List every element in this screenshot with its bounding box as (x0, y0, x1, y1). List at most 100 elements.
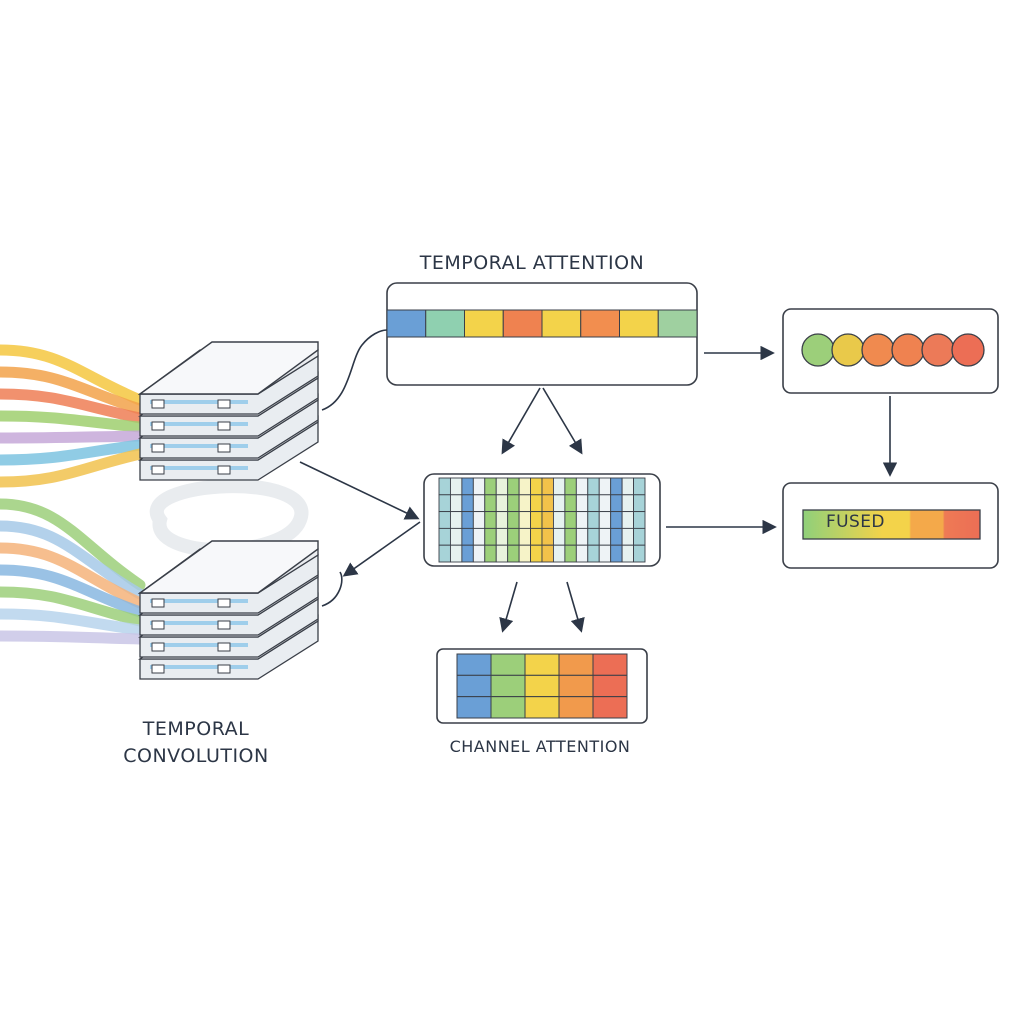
channel-matrix-cell (495, 494, 509, 513)
channel-matrix-cell (541, 527, 554, 546)
plate-slot (217, 465, 231, 475)
input-stream (0, 586, 146, 627)
channel-matrix-cell (530, 511, 543, 529)
channel-matrix-cell (461, 494, 474, 513)
stack-connector-loop (149, 479, 309, 557)
temporal-attention-cell (580, 309, 620, 338)
channel-matrix-cell (518, 527, 532, 546)
channel-matrix-cell (633, 527, 646, 546)
plate-top-surface (137, 341, 319, 395)
channel-attention-cell (592, 696, 628, 719)
plate-slot (217, 598, 231, 608)
temporal-convolution-stack-top (137, 341, 319, 481)
arrow-matrix-to-channel-left (499, 581, 518, 633)
plate-accent (150, 643, 248, 647)
arrow-matrix-to-stack (342, 521, 421, 577)
channel-attention-cell (524, 674, 560, 698)
channel-matrix-cell (541, 494, 554, 513)
channel-matrix-cell (495, 544, 509, 563)
channel-attention-cell (456, 653, 492, 676)
channel-matrix-cell (449, 477, 463, 496)
input-stream (0, 410, 146, 433)
fused-bar (802, 509, 981, 540)
channel-matrix-cell (621, 544, 635, 563)
channel-matrix-cell (587, 544, 600, 563)
channel-attention-cell (456, 674, 492, 698)
channel-matrix-cell (587, 527, 600, 546)
token-circle (891, 333, 925, 367)
temporal-convolution-stack-bottom (137, 540, 319, 680)
channel-matrix-cell (610, 494, 623, 513)
plate-slot (217, 642, 231, 652)
arrow-ta-to-matrix-left (501, 387, 541, 455)
channel-matrix-cell (587, 477, 600, 496)
token-circle (831, 333, 865, 367)
channel-matrix-cell (598, 544, 612, 563)
channel-matrix-cell (495, 527, 509, 546)
channel-matrix-cell (552, 511, 566, 529)
channel-attention-grid (456, 653, 628, 719)
channel-matrix-cell (484, 511, 497, 529)
plate-accent (150, 444, 248, 448)
channel-matrix-cell (564, 527, 577, 546)
temporal-attention-cell (502, 309, 543, 338)
input-stream (0, 520, 146, 600)
channel-matrix-cell (438, 527, 451, 546)
channel-matrix-cell (472, 477, 486, 496)
input-streams (0, 344, 146, 645)
channel-matrix-cell (518, 477, 532, 496)
temporal-convolution-label: TEMPORAL CONVOLUTION (96, 716, 296, 770)
channel-matrix-cell (530, 477, 543, 496)
plate-slot (217, 399, 231, 409)
channel-matrix-cell (484, 477, 497, 496)
channel-matrix-cell (610, 527, 623, 546)
channel-matrix-cell (495, 477, 509, 496)
channel-matrix-cell (472, 527, 486, 546)
temporal-attention-bar (386, 309, 698, 338)
channel-matrix-cell (575, 527, 589, 546)
channel-matrix-cell (598, 494, 612, 513)
plate-slot (151, 421, 165, 431)
channel-attention-cell (558, 674, 594, 698)
channel-matrix-cell (507, 511, 520, 529)
channel-matrix-cell (564, 494, 577, 513)
channel-matrix-cell (438, 477, 451, 496)
input-stream (0, 498, 146, 591)
channel-matrix-cell (552, 494, 566, 513)
channel-matrix-cell (564, 477, 577, 496)
channel-matrix-cell (495, 511, 509, 529)
channel-matrix-cell (575, 477, 589, 496)
plate-slot (151, 443, 165, 453)
channel-matrix-cell (598, 511, 612, 529)
plate-accent (150, 466, 248, 470)
channel-matrix-cell (564, 544, 577, 563)
channel-matrix-cell (461, 511, 474, 529)
channel-matrix-cell (518, 544, 532, 563)
plate-slot (217, 443, 231, 453)
channel-matrix-cell (472, 494, 486, 513)
plate-slot (151, 399, 165, 409)
input-stream (0, 630, 146, 645)
channel-matrix-cell (610, 477, 623, 496)
channel-matrix-cell (507, 544, 520, 563)
channel-matrix-cell (552, 477, 566, 496)
channel-matrix-cell (438, 494, 451, 513)
channel-matrix-cell (621, 477, 635, 496)
channel-matrix-cell (484, 494, 497, 513)
plate-slot (151, 664, 165, 674)
channel-attention-cell (456, 696, 492, 719)
plate-slot (151, 465, 165, 475)
channel-matrix-cell (598, 527, 612, 546)
temporal-convolution-label-line2: CONVOLUTION (123, 745, 269, 767)
token-circle (921, 333, 955, 367)
temporal-attention-cell (464, 309, 504, 338)
temporal-attention-cell (541, 309, 582, 338)
channel-attention-cell (490, 674, 526, 698)
input-stream (0, 608, 146, 636)
channel-matrix-cell (621, 527, 635, 546)
channel-matrix-cell (541, 544, 554, 563)
plate-top-surface (137, 540, 319, 594)
channel-matrix-cell (530, 494, 543, 513)
channel-matrix-cell (461, 544, 474, 563)
